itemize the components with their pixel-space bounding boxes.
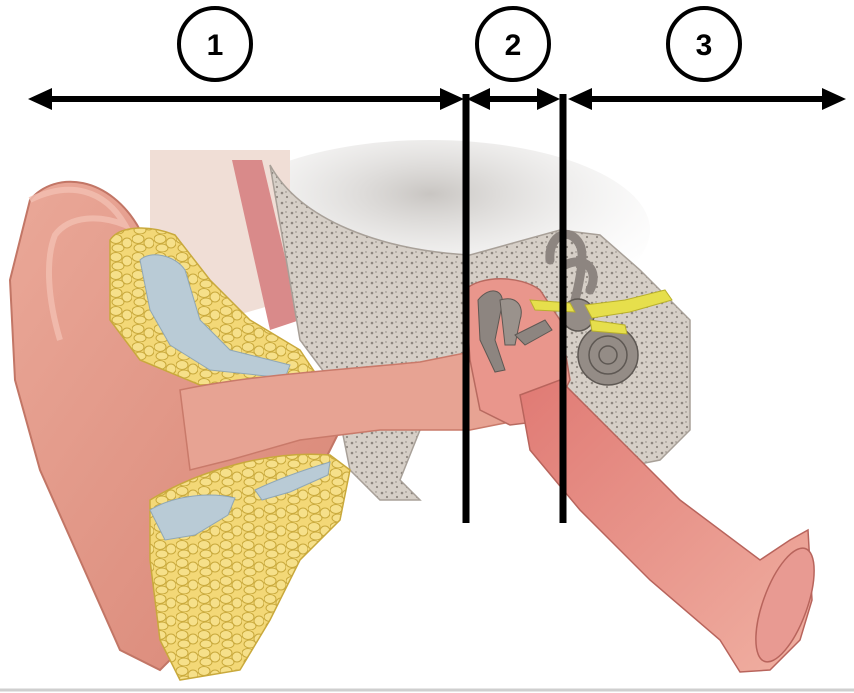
- malleus: [477, 290, 506, 373]
- region-2-marker: 2: [475, 6, 551, 82]
- double-arrow-icon: [28, 88, 52, 110]
- cartilage-lower-2: [254, 461, 331, 501]
- incus: [499, 298, 522, 346]
- vestibulocochlear-nerve: [584, 289, 673, 319]
- ossicles: [477, 290, 553, 373]
- inner-ear: [545, 229, 639, 386]
- semicircular-canals: [545, 229, 598, 305]
- region-3-label: 3: [696, 29, 713, 62]
- ear-illustration: [8, 140, 815, 681]
- nerve-branch: [589, 319, 628, 335]
- region-overlay: 1 2 3: [28, 6, 846, 523]
- stapes: [514, 319, 553, 346]
- cochlea: [577, 324, 639, 386]
- helix-rim: [28, 186, 132, 341]
- cartilage-upper: [139, 254, 291, 379]
- region-2-arrow: [467, 88, 560, 110]
- eustachian-tube: [519, 379, 813, 673]
- fat-lower: [149, 453, 351, 681]
- muscle-strip: [232, 160, 300, 330]
- region-2-label: 2: [505, 29, 522, 62]
- cartilage-lower: [149, 494, 236, 541]
- region-3-marker: 3: [666, 6, 742, 82]
- region-1-marker: 1: [177, 6, 253, 82]
- region-1-arrow: [28, 88, 464, 110]
- region-3-arrow: [568, 88, 846, 110]
- tube-opening: [755, 547, 815, 663]
- region-1-label: 1: [207, 29, 224, 62]
- ear-canal: [179, 349, 521, 471]
